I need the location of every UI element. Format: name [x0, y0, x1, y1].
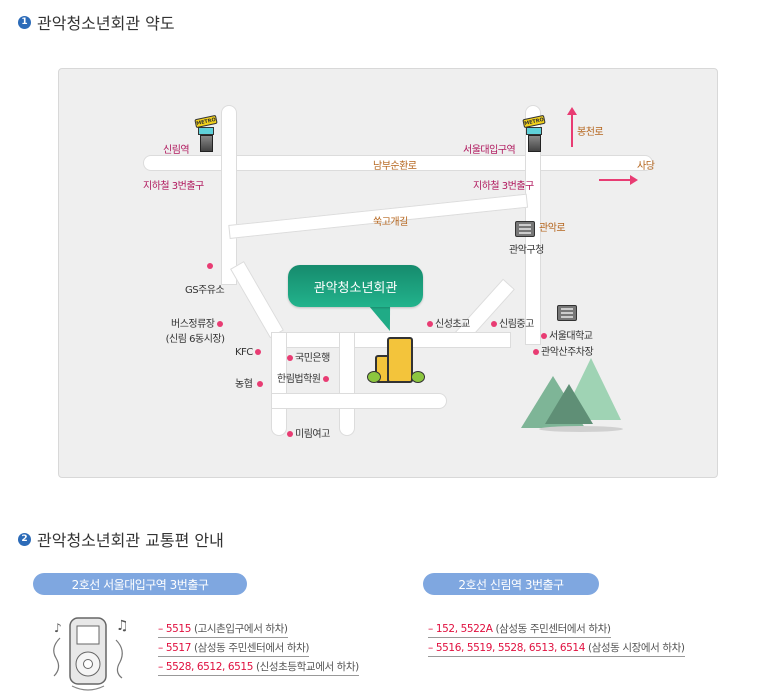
- poi-dot-icon: [287, 431, 293, 437]
- poi-label: 미림여고: [295, 429, 330, 440]
- bus-route-item[interactable]: –152, 5522A (삼성동 주민센터에서 하차): [428, 621, 611, 638]
- poi-sublabel: (신림 6동시장): [165, 334, 225, 345]
- section-title-map: 1 관악청소년회관 약도: [18, 10, 175, 34]
- road-west-vertical: [221, 105, 237, 285]
- university-building-icon: [557, 305, 577, 321]
- poi-dot-icon: [322, 376, 329, 382]
- bus-route-item[interactable]: –5516, 5519, 5528, 6513, 6514 (삼성동 시장에서 …: [428, 640, 685, 657]
- dash-bullet: –: [158, 623, 163, 635]
- alight-note: (삼성동 시장에서 하차): [587, 642, 685, 654]
- poi-sinseong-elementary: 신성초교: [425, 315, 470, 330]
- road-left-vertical: [271, 332, 287, 436]
- poi-dot-icon: [427, 321, 433, 327]
- poi-gwanaksan-parking: 관악산주차장: [531, 343, 594, 358]
- poi-dot-icon: [257, 381, 264, 387]
- poi-label: KFC: [235, 347, 253, 358]
- bus-route-item[interactable]: –5517 (삼성동 주민센터에서 하차): [158, 640, 309, 657]
- poi-label: 농협: [235, 379, 253, 390]
- road-diagonal-west: [230, 261, 284, 339]
- metro-station-icon: METRO: [194, 114, 218, 153]
- poi-seoul-national-university: 서울대학교: [539, 327, 593, 342]
- poi-dot-icon: [541, 333, 547, 339]
- metro-station-icon: METRO: [522, 114, 546, 153]
- bus-route-item[interactable]: –5528, 6512, 6515 (신성초등학교에서 하차): [158, 659, 359, 676]
- label-bongcheon-ro: 봉천로: [577, 127, 604, 138]
- bus-numbers: 5515: [165, 623, 192, 635]
- poi-nonghyup: 농협: [235, 375, 265, 390]
- poi-label: 한림법학원: [277, 374, 321, 385]
- poi-dot-icon: [207, 263, 213, 269]
- transit-title: 관악청소년회관 교통편 안내: [37, 531, 224, 550]
- youth-center-building-icon: [367, 337, 427, 387]
- mountain-trees-icon: [521, 354, 631, 434]
- poi-mirim-girls-high: 미림여고: [285, 425, 330, 440]
- poi-dot-icon: [287, 355, 293, 361]
- label-ssukgogae-gil: 쑥고개길: [373, 217, 408, 228]
- road-mid-vertical: [339, 332, 355, 436]
- dash-bullet: –: [158, 642, 163, 654]
- bus-numbers: 5516, 5519, 5528, 6513, 6514: [435, 642, 586, 654]
- alight-note: (고시촌입구에서 하차): [193, 623, 288, 635]
- poi-sillim-middle-high: 신림중고: [489, 315, 534, 330]
- poi-bus-stop: 버스정류장 (신림 6동시장): [166, 315, 225, 345]
- svg-text:♪: ♪: [54, 621, 62, 635]
- dash-bullet: –: [428, 642, 433, 654]
- arrow-right-icon: [599, 175, 638, 185]
- poi-label: GS주유소: [185, 285, 225, 296]
- number-one-icon: 1: [18, 15, 31, 29]
- bus-numbers: 5528, 6512, 6515: [165, 661, 254, 673]
- label-sillim-station: 신림역: [163, 145, 190, 156]
- mp3-player-icon: ♪ ♫: [53, 617, 129, 691]
- poi-dot-icon: [254, 349, 261, 355]
- poi-kfc: KFC: [235, 347, 263, 358]
- poi-label: 신림중고: [499, 319, 534, 330]
- label-snu-station: 서울대입구역: [463, 145, 516, 156]
- destination-callout: 관악청소년회관: [288, 265, 423, 307]
- poi-kookmin-bank: 국민은행: [285, 349, 330, 364]
- poi-label: 신성초교: [435, 319, 470, 330]
- label-sillim-exit: 지하철 3번출구: [143, 181, 204, 192]
- poi-dot-icon: [216, 321, 223, 327]
- station-pill-snu: 2호선 서울대입구역 3번출구: [33, 573, 247, 595]
- station-pill-sillim: 2호선 신림역 3번출구: [423, 573, 599, 595]
- label-nambu-sunhwan-ro: 남부순환로: [373, 161, 417, 172]
- alight-note: (신성초등학교에서 하차): [255, 661, 359, 673]
- label-gwanak-ro: 관악로: [539, 223, 566, 234]
- poi-dot-icon: [533, 349, 539, 355]
- government-office-icon: [515, 221, 535, 237]
- road-lower-horizontal: [271, 393, 447, 409]
- bus-numbers: 5517: [165, 642, 192, 654]
- bus-route-item[interactable]: –5515 (고시촌입구에서 하차): [158, 621, 288, 638]
- poi-label: 관악산주차장: [541, 347, 594, 358]
- bus-numbers: 152, 5522A: [435, 623, 493, 635]
- label-snu-exit: 지하철 3번출구: [473, 181, 534, 192]
- location-map: 남부순환로 쑥고개길 관악로 봉천로 사당 METRO 신림역 지하철 3번출구…: [58, 68, 718, 478]
- poi-label: 국민은행: [295, 353, 330, 364]
- alight-note: (삼성동 주민센터에서 하차): [193, 642, 310, 654]
- section-title-transit: 2 관악청소년회관 교통편 안내: [18, 527, 224, 551]
- alight-note: (삼성동 주민센터에서 하차): [495, 623, 611, 635]
- dash-bullet: –: [158, 661, 163, 673]
- poi-hanrim-academy: 한림법학원: [277, 370, 331, 385]
- callout-tail: [368, 305, 404, 331]
- number-two-icon: 2: [18, 532, 31, 546]
- dash-bullet: –: [428, 623, 433, 635]
- arrow-up-icon: [567, 107, 577, 147]
- poi-label: 버스정류장: [171, 319, 215, 330]
- poi-label: 서울대학교: [549, 331, 593, 342]
- svg-text:♫: ♫: [116, 618, 129, 634]
- poi-dot-icon: [491, 321, 497, 327]
- label-gwanak-gu-office: 관악구청: [509, 245, 544, 256]
- label-sadang: 사당: [637, 161, 655, 172]
- map-title: 관악청소년회관 약도: [37, 14, 175, 33]
